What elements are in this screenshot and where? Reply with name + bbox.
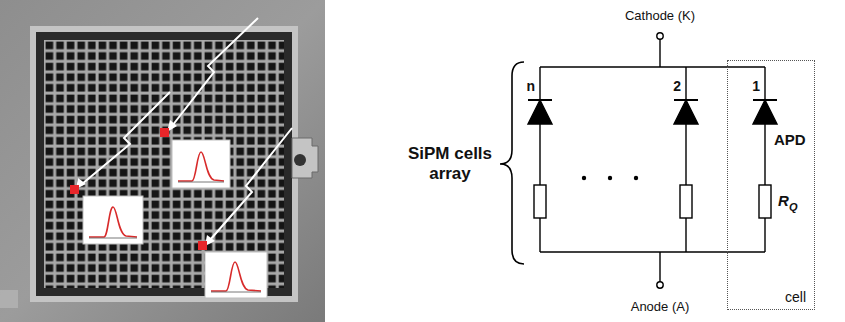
fired-cell bbox=[70, 185, 79, 194]
dot bbox=[582, 176, 586, 180]
pulse-inset bbox=[205, 252, 267, 298]
component-label: APD bbox=[774, 131, 806, 148]
wire bbox=[685, 67, 686, 252]
pulse-insets bbox=[83, 140, 267, 298]
resistor-symbol bbox=[680, 185, 692, 218]
apd-diode-symbol bbox=[528, 100, 552, 124]
photon-arrows bbox=[82, 18, 292, 240]
apd-diode-symbol bbox=[753, 100, 777, 124]
fired-cell bbox=[160, 128, 169, 137]
photo-speck bbox=[0, 290, 18, 308]
cell-region: cell bbox=[727, 60, 815, 310]
terminal-label: Cathode (K) bbox=[625, 9, 695, 24]
wire bbox=[539, 67, 540, 252]
pulse-curve bbox=[211, 262, 261, 291]
cell-number: 1 bbox=[752, 78, 760, 94]
pulse-curve bbox=[178, 152, 224, 181]
sipm-photo bbox=[0, 0, 325, 322]
sipm-circuit bbox=[500, 33, 777, 288]
photo-background bbox=[0, 0, 325, 322]
pulse-axis bbox=[211, 292, 261, 293]
bond-pad bbox=[292, 138, 318, 178]
cell-number: 2 bbox=[673, 78, 681, 94]
subscript-label: Q bbox=[789, 201, 798, 214]
terminal-label: Anode (A) bbox=[631, 300, 690, 315]
photon-arrow bbox=[172, 18, 258, 126]
bottom-rail bbox=[540, 251, 765, 252]
fired-cell bbox=[198, 241, 207, 250]
pulse-inset bbox=[83, 196, 143, 244]
wire bbox=[764, 67, 765, 252]
cathode-terminal bbox=[657, 33, 663, 39]
pulse-axis bbox=[89, 238, 137, 239]
region-label: cell bbox=[785, 289, 806, 305]
wire bbox=[659, 252, 660, 282]
resistor-symbol bbox=[759, 185, 771, 218]
top-rail bbox=[540, 66, 765, 67]
anode-terminal bbox=[657, 282, 663, 288]
array-brace bbox=[500, 62, 524, 264]
ellipsis-dots bbox=[582, 176, 638, 180]
chip-frame bbox=[30, 26, 298, 302]
photon-arrow bbox=[82, 92, 170, 184]
cell-number: n bbox=[526, 78, 535, 94]
resistor-symbol bbox=[534, 185, 546, 218]
bond-wire bbox=[294, 154, 306, 166]
cell-grid bbox=[44, 40, 284, 288]
component-label: R bbox=[778, 192, 789, 209]
apd-diode-symbol bbox=[674, 100, 698, 124]
pulse-inset bbox=[172, 140, 230, 188]
pulse-curve bbox=[89, 207, 137, 237]
wire bbox=[659, 39, 660, 67]
dot bbox=[608, 176, 612, 180]
dot bbox=[634, 176, 638, 180]
pulse-axis bbox=[178, 182, 224, 183]
array-label: SiPM cells array bbox=[402, 144, 498, 183]
